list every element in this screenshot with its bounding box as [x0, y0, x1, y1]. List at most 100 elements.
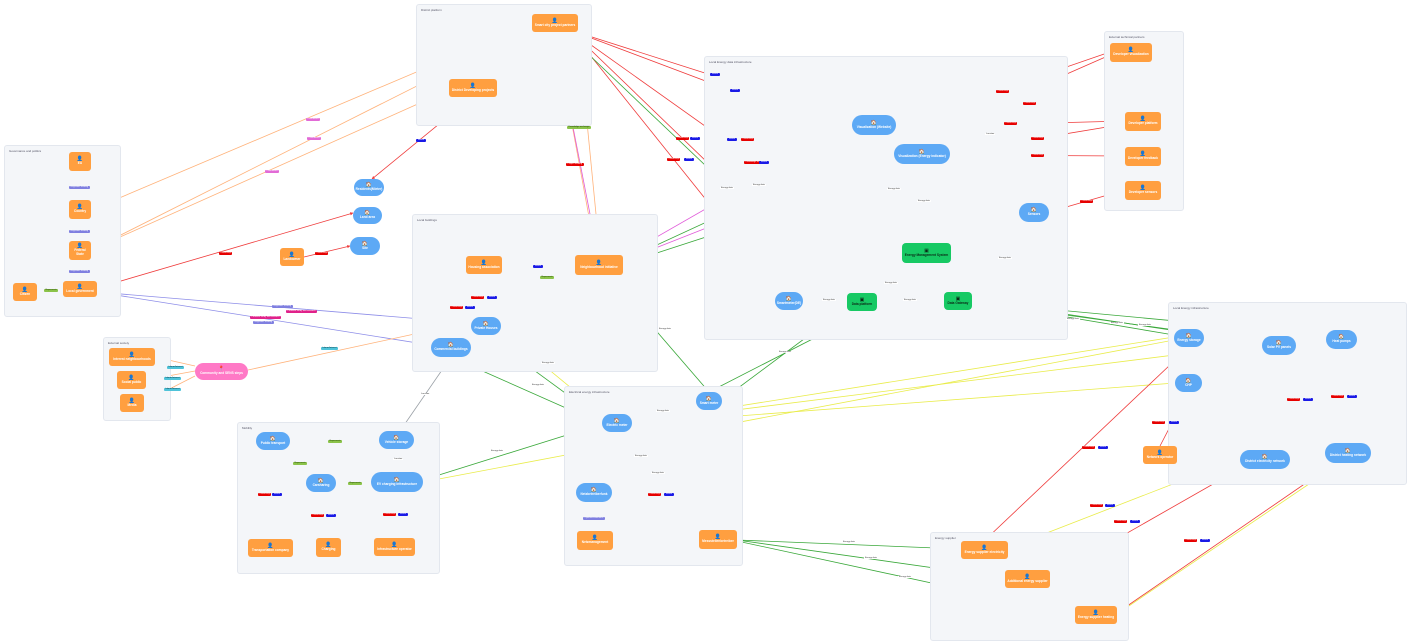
relation-tag: Represents: [540, 276, 555, 279]
node-sensors[interactable]: 🏠Sensors: [1019, 203, 1049, 222]
node-residents[interactable]: 🏠Residents(Mieter): [354, 179, 384, 196]
node-interest-groups[interactable]: 👤Interest neighbourhoods: [109, 348, 155, 366]
node-label: Energy supplier heating: [1077, 614, 1115, 619]
node-federal[interactable]: 👤Federal State: [69, 241, 91, 260]
node-label: Developer visualization: [1113, 52, 1149, 57]
node-vis-website[interactable]: 🏠Visualization (Website): [852, 115, 896, 135]
relation-tag: Tenant: [416, 139, 426, 142]
relation-tag: Ownership: [383, 513, 397, 516]
edge-label: Energy data: [898, 576, 912, 578]
relation-tag: Tenant: [1130, 520, 1140, 523]
node-private-houses[interactable]: 🏠Private Houses: [471, 317, 501, 335]
house-icon: 🏠: [1275, 340, 1283, 347]
node-add-supplier[interactable]: 👤Additional energy supplier: [1005, 570, 1050, 588]
house-icon: 🏠: [613, 417, 621, 424]
node-supplier-elec[interactable]: 👤Energy supplier electricity: [961, 541, 1008, 559]
node-chp[interactable]: 🏠CHP: [1175, 374, 1202, 392]
node-district-dev[interactable]: 👤District Developing projects: [449, 79, 497, 97]
node-neighbourhood[interactable]: 👤Neighbourhood initiative: [575, 255, 623, 275]
node-label: Private Houses: [474, 325, 498, 330]
node-dev-platform[interactable]: 👤Developer platform: [1125, 112, 1161, 131]
person-icon: 👤: [128, 374, 135, 381]
node-citizen[interactable]: 👤Citizen: [13, 283, 37, 301]
node-carsharing[interactable]: 🏠Carsharing: [306, 474, 336, 492]
relation-tag: Ownership: [219, 252, 233, 255]
relation-tag: Inform/Interact: [164, 377, 182, 380]
node-solar[interactable]: 🏠Solar PV panels: [1262, 336, 1296, 355]
edge-label: Energy data: [778, 351, 792, 353]
node-network-op[interactable]: 👤Network operator: [1143, 446, 1177, 464]
node-country[interactable]: 👤Country: [69, 200, 91, 219]
group-label: Mobility: [242, 426, 253, 430]
node-eu[interactable]: 👤EU: [69, 152, 91, 171]
node-smart-meter-de[interactable]: 🏠Smartmeter(DE): [775, 292, 803, 310]
relation-tag: Ownership: [667, 158, 681, 161]
node-community[interactable]: 📍Community and SENS steps: [195, 363, 248, 380]
person-icon: 👤: [551, 17, 559, 24]
node-netzmanagement[interactable]: 👤Netzmanagement: [577, 531, 613, 550]
relation-tag: Performs study and research: [250, 316, 282, 319]
person-icon: 👤: [76, 243, 84, 250]
node-label: CHP: [1185, 382, 1192, 387]
node-media[interactable]: 👤Media: [120, 394, 144, 412]
node-dist-heat[interactable]: 🏠District heating network: [1325, 443, 1371, 463]
relation-tag: Represents: [293, 462, 308, 465]
node-heat-pump[interactable]: 🏠Heat pumps: [1326, 330, 1357, 349]
edge-label: Energy data: [884, 282, 898, 284]
relation-tag: Tenant: [1098, 446, 1108, 449]
edge-label: Energy data: [656, 410, 670, 412]
group-label: Electrical energy infrastructure: [569, 390, 610, 394]
node-landowner[interactable]: 👤Landowner: [280, 248, 304, 266]
person-icon: 👤: [76, 204, 84, 211]
node-label: Network operator: [1146, 454, 1174, 459]
node-housing[interactable]: 👤Housing association: [466, 256, 502, 274]
node-ev-charging[interactable]: 🏠EV charging infrastructure: [371, 472, 423, 492]
person-icon: 👤: [267, 542, 274, 549]
house-icon: 🏠: [364, 210, 371, 217]
node-dev-feedback[interactable]: 👤Developer feedback: [1125, 147, 1161, 166]
node-supplier-heat[interactable]: 👤Energy supplier heating: [1075, 606, 1117, 624]
node-electric-meter[interactable]: 🏠Electric meter: [602, 414, 632, 432]
node-data-gateway[interactable]: ▣Data Gateway: [944, 292, 972, 310]
node-dev-sensors[interactable]: 👤Developer sensors: [1125, 181, 1161, 200]
relation-tag: Tenant: [684, 158, 694, 161]
person-icon: 👤: [1024, 573, 1031, 580]
node-netzbetreiber[interactable]: 🏠Netzbetreiberfunk: [576, 483, 612, 502]
node-land[interactable]: 🏠Land area: [353, 207, 382, 224]
node-vehicle-storage[interactable]: 🏠Vehicle storage: [379, 431, 414, 449]
node-label: Additional energy supplier: [1007, 578, 1048, 583]
node-public-transport[interactable]: 🏠Public transport: [256, 432, 290, 450]
node-smart-meter[interactable]: 🏠Smart meter: [696, 392, 722, 410]
node-dev-vis[interactable]: 👤Developer visualization: [1110, 43, 1152, 62]
node-municipality[interactable]: 👤Local government: [63, 281, 97, 297]
node-dist-elec[interactable]: 🏠District electricity network: [1240, 450, 1290, 469]
person-icon: 👤: [1139, 151, 1147, 158]
node-messstelle[interactable]: 👤Messstellenbetreiber: [699, 530, 737, 549]
node-charging-co[interactable]: 👤Charging: [316, 538, 341, 557]
node-energy-storage[interactable]: 🏠Energy storage: [1174, 329, 1204, 347]
person-icon: 👤: [1127, 47, 1135, 54]
edge-label: Location: [985, 133, 996, 135]
relation-tag: Ownership: [258, 493, 272, 496]
node-site[interactable]: 🏠Site: [350, 237, 380, 255]
person-icon: 👤: [288, 251, 296, 258]
group-label: Energy supplier: [935, 536, 956, 540]
node-projects[interactable]: 👤Smart city project partners: [532, 14, 578, 32]
relation-tag: Tenant: [664, 493, 674, 496]
node-social-public[interactable]: 👤Social public: [117, 371, 146, 389]
node-label: Vehicle storage: [384, 439, 409, 444]
database-icon: ▣: [924, 247, 929, 254]
edge-label: Energy data: [1138, 324, 1152, 326]
node-label: District Developing projects: [451, 87, 495, 92]
node-ems[interactable]: ▣Energy Management System: [902, 243, 951, 263]
node-transport-co[interactable]: 👤Transportation company: [248, 539, 293, 557]
node-label: Smart city project partners: [534, 22, 576, 27]
node-vis-energy[interactable]: 🏠Visualization (Energy indicator): [894, 144, 950, 164]
database-icon: ▣: [955, 295, 961, 302]
node-infra-operator[interactable]: 👤Infrastructure operator: [374, 538, 415, 556]
node-data-platform[interactable]: ▣Data platform: [847, 293, 877, 311]
node-label: Citizen: [19, 291, 31, 296]
node-label: Public transport: [260, 440, 286, 445]
node-commercial[interactable]: 🏠Commercial buildings: [431, 338, 471, 357]
group-label: Local buildings: [417, 218, 437, 222]
